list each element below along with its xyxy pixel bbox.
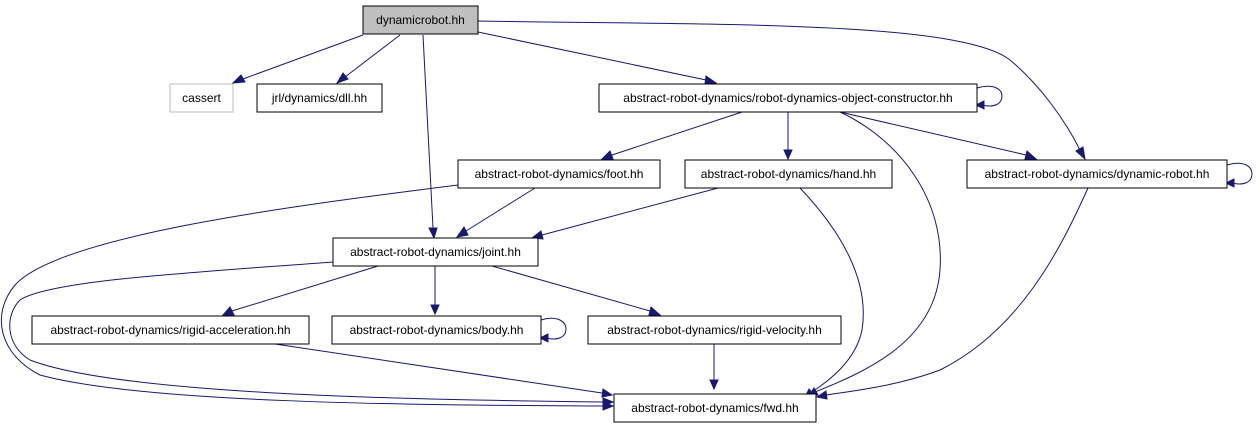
node-label: abstract-robot-dynamics/rigid-velocity.h… (607, 323, 822, 337)
edge-constructor-to-dynamic-robot (839, 111, 1038, 160)
edge-joint-to-rigid-velocity (491, 265, 662, 316)
node-label: dynamicrobot.hh (376, 13, 465, 27)
edge-dynamicrobot-to-dll (335, 34, 401, 84)
node-layer: dynamicrobot.hh cassert jrl/dynamics/dll… (31, 5, 1228, 423)
node-cassert[interactable]: cassert (169, 83, 234, 113)
node-joint-hh[interactable]: abstract-robot-dynamics/joint.hh (332, 237, 539, 267)
node-rigid-velocity-hh[interactable]: abstract-robot-dynamics/rigid-velocity.h… (587, 315, 842, 345)
node-label: jrl/dynamics/dll.hh (271, 91, 367, 105)
node-label: cassert (182, 91, 221, 105)
node-label: abstract-robot-dynamics/foot.hh (475, 167, 644, 181)
edge-dynamicrobot-to-joint (422, 34, 438, 240)
edge-joint-to-body (430, 266, 440, 316)
node-dynamicrobot-hh[interactable]: dynamicrobot.hh (362, 5, 479, 35)
node-foot-hh[interactable]: abstract-robot-dynamics/foot.hh (457, 159, 661, 189)
edge-joint-to-fwd (9, 261, 615, 407)
node-jrl-dynamics-dll-hh[interactable]: jrl/dynamics/dll.hh (256, 83, 383, 113)
node-label: abstract-robot-dynamics/hand.hh (701, 167, 876, 181)
edge-rigid-velocity-to-fwd (709, 344, 719, 391)
node-label: abstract-robot-dynamics/dynamic-robot.hh (985, 167, 1210, 181)
node-dynamic-robot-hh[interactable]: abstract-robot-dynamics/dynamic-robot.hh (966, 159, 1228, 189)
edge-hand-to-fwd (799, 187, 864, 398)
edge-dynamicrobot-to-cassert (231, 34, 364, 84)
node-robot-dynamics-object-constructor-hh[interactable]: abstract-robot-dynamics/robot-dynamics-o… (598, 83, 978, 113)
edge-rigid-acceleration-to-fwd (274, 343, 614, 398)
node-label: abstract-robot-dynamics/fwd.hh (631, 401, 798, 415)
node-label: abstract-robot-dynamics/joint.hh (350, 245, 521, 259)
node-hand-hh[interactable]: abstract-robot-dynamics/hand.hh (684, 159, 893, 189)
edge-constructor-to-hand (783, 112, 793, 161)
node-body-hh[interactable]: abstract-robot-dynamics/body.hh (331, 315, 542, 345)
edge-foot-to-fwd (0, 184, 615, 411)
edge-foot-to-joint (455, 187, 536, 238)
edge-dynamicrobot-to-constructor (477, 31, 718, 85)
edge-dynamicrobot-to-dynamic-robot (477, 20, 1086, 161)
edge-joint-to-rigid-acceleration (221, 265, 379, 316)
edge-dynamic-robot-self-loop (1224, 162, 1253, 188)
edge-dynamic-robot-to-fwd (815, 187, 1089, 400)
edge-constructor-to-foot (600, 111, 743, 160)
edge-body-self-loop (538, 317, 567, 343)
node-fwd-hh[interactable]: abstract-robot-dynamics/fwd.hh (613, 393, 817, 423)
node-rigid-acceleration-hh[interactable]: abstract-robot-dynamics/rigid-accelerati… (31, 315, 310, 345)
edge-hand-to-joint (530, 187, 719, 240)
edge-constructor-to-fwd (806, 111, 941, 398)
edge-layer (0, 20, 1253, 411)
node-label: abstract-robot-dynamics/body.hh (350, 323, 524, 337)
node-label: abstract-robot-dynamics/rigid-accelerati… (50, 323, 290, 337)
edge-constructor-self-loop (974, 85, 1003, 110)
node-label: abstract-robot-dynamics/robot-dynamics-o… (623, 91, 952, 105)
